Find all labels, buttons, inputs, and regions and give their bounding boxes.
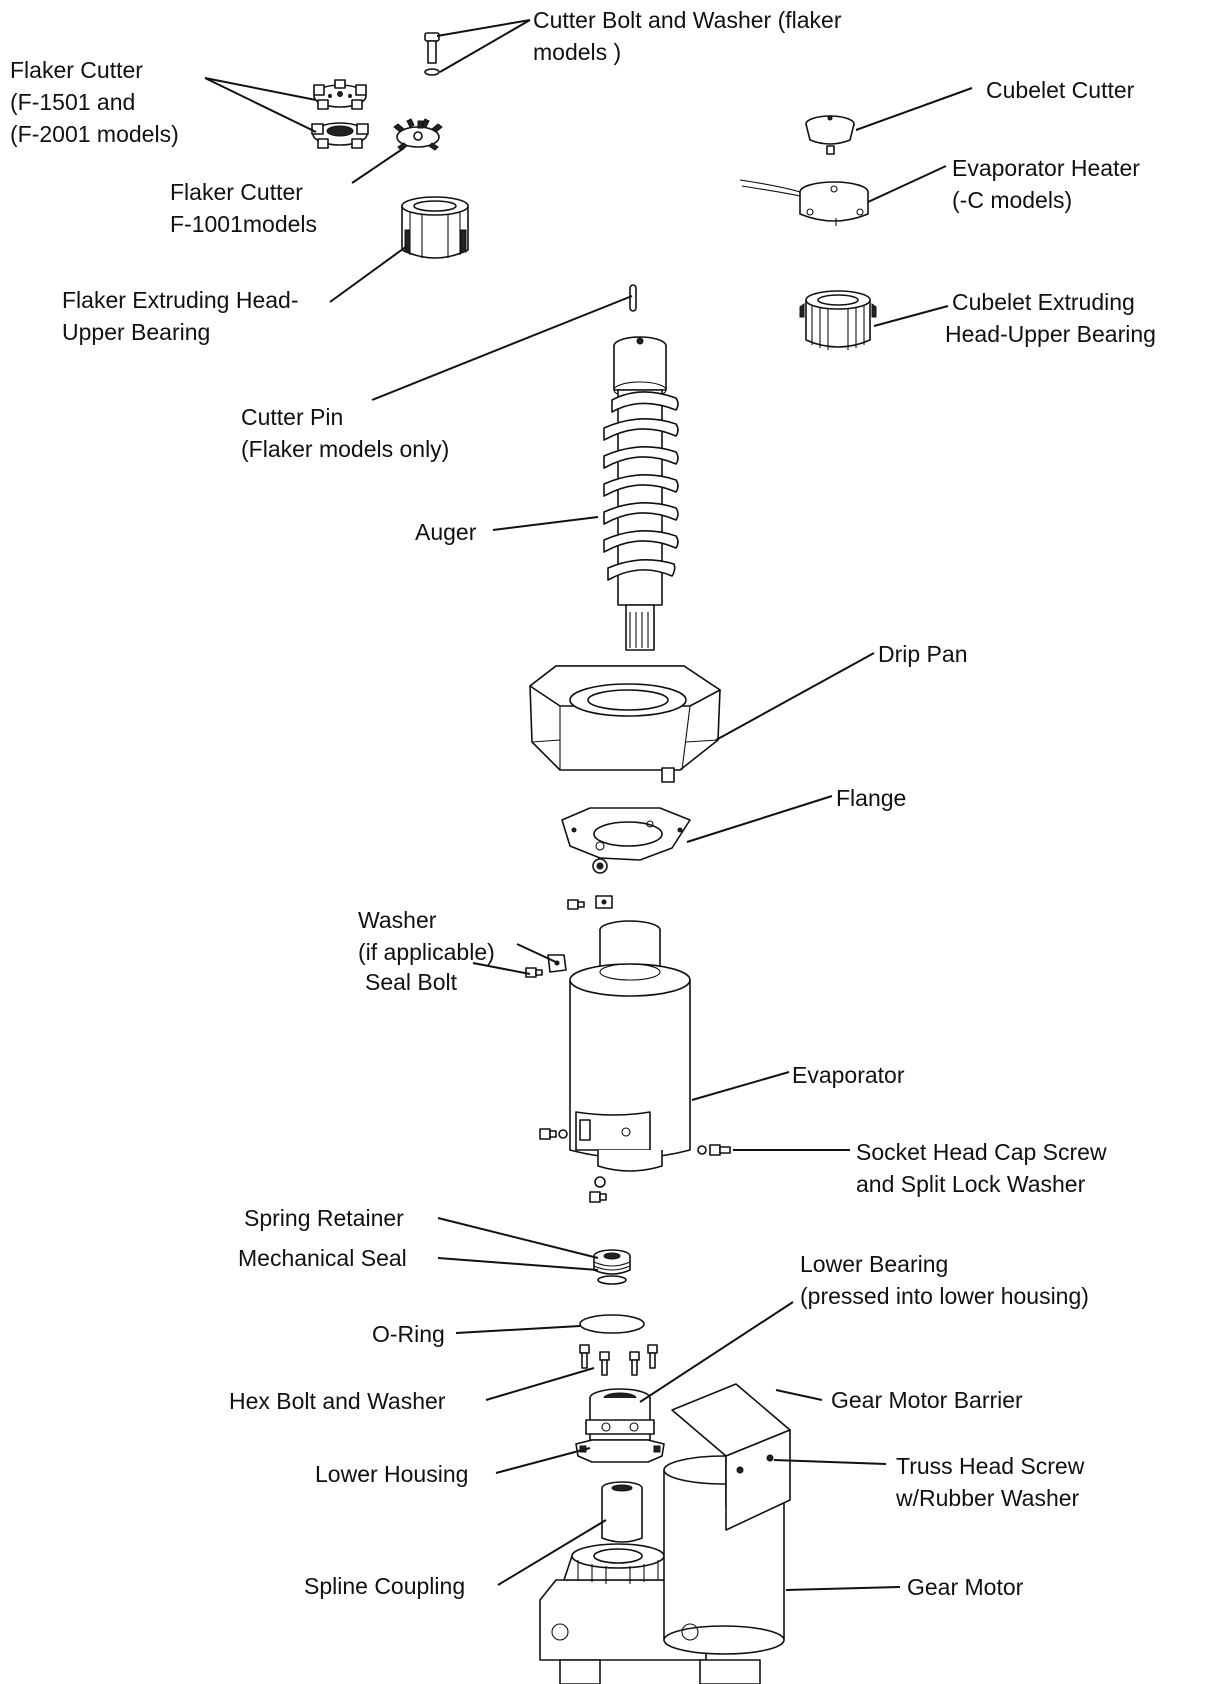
hex-bolts-part: [579, 1344, 658, 1376]
gear-motor-part: [539, 1455, 785, 1684]
mechanical-seal-part: [593, 1249, 631, 1285]
lower-housing-part: [575, 1388, 665, 1463]
label-auger: Auger: [415, 519, 477, 545]
label-mechanical-seal: Mechanical Seal: [238, 1245, 407, 1271]
evaporator-top-bolt-part: [567, 895, 613, 910]
label-cutter-pin: Cutter Pin (Flaker models only): [241, 404, 449, 462]
label-socket-head-cap-screw: Socket Head Cap Screw and Split Lock Was…: [856, 1139, 1113, 1197]
cubelet-extruding-head-part: [799, 290, 877, 350]
flaker-extruding-head-part: [401, 196, 469, 259]
label-hex-bolt-washer: Hex Bolt and Washer: [229, 1388, 446, 1414]
label-washer: Washer (if applicable): [358, 907, 495, 965]
label-seal-bolt: Seal Bolt: [365, 969, 458, 995]
o-ring-part: [579, 1314, 645, 1334]
label-flaker-cutter-1001: Flaker Cutter F-1001models: [170, 179, 317, 237]
label-gear-motor: Gear Motor: [907, 1574, 1024, 1600]
label-lower-bearing: Lower Bearing (pressed into lower housin…: [800, 1251, 1089, 1309]
auger-part: [603, 336, 679, 651]
label-flange: Flange: [836, 785, 906, 811]
label-drip-pan: Drip Pan: [878, 641, 967, 667]
cutter-pin-part: [629, 284, 637, 312]
gear-motor-barrier-part: [671, 1383, 791, 1531]
cutter-bolt-part: [424, 32, 440, 76]
label-flaker-cutter-1501: Flaker Cutter (F-1501 and (F-2001 models…: [10, 57, 179, 147]
label-flaker-extruding-head: Flaker Extruding Head- Upper Bearing: [62, 287, 305, 345]
label-o-ring: O-Ring: [372, 1321, 445, 1347]
label-truss-head-screw: Truss Head Screw w/Rubber Washer: [895, 1453, 1091, 1511]
label-gear-motor-barrier: Gear Motor Barrier: [831, 1387, 1023, 1413]
spline-coupling-part: [601, 1481, 643, 1543]
evaporator-heater-part: [739, 179, 869, 226]
cubelet-cutter-part: [805, 115, 855, 155]
label-evaporator-heater: Evaporator Heater (-C models): [952, 155, 1146, 213]
label-cubelet-extruding-head: Cubelet Extruding Head-Upper Bearing: [945, 289, 1156, 347]
label-lower-housing: Lower Housing: [315, 1461, 468, 1487]
label-spring-retainer: Spring Retainer: [244, 1205, 404, 1231]
flaker-cutter-1501-part: [313, 79, 367, 110]
evaporator-bottom-bolts-part: [539, 1128, 607, 1203]
flange-part: [561, 807, 691, 874]
flaker-cutter-1001-part: [393, 118, 443, 151]
socket-head-cap-screw-part: [697, 1144, 731, 1156]
label-evaporator: Evaporator: [792, 1062, 905, 1088]
evaporator-part: [569, 920, 691, 1172]
flaker-cutter-2001-part: [311, 122, 369, 149]
label-cubelet-cutter: Cubelet Cutter: [986, 77, 1135, 103]
label-spline-coupling: Spline Coupling: [304, 1573, 465, 1599]
drip-pan-part: [529, 665, 721, 783]
leader-lines: [204, 19, 973, 1591]
label-cutter-bolt-washer: Cutter Bolt and Washer (flaker models ): [533, 7, 848, 65]
